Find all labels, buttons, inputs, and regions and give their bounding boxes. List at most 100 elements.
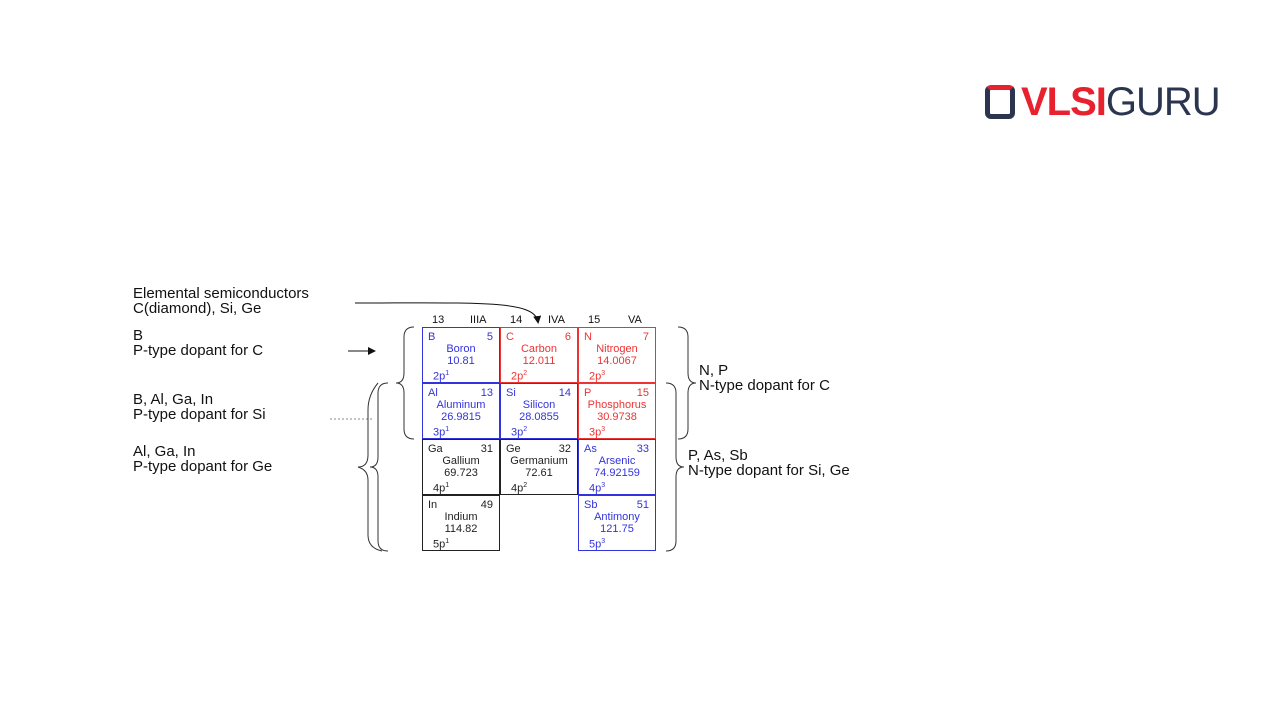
electron-config: 3p2 bbox=[511, 426, 527, 439]
config-orbital: 2p bbox=[511, 370, 524, 383]
vlsiguru-logo: VLSIGURU bbox=[985, 80, 1221, 125]
elemental-arrow bbox=[354, 302, 542, 324]
logo-text-vlsi: VLSI bbox=[1021, 80, 1107, 124]
element-name: Germanium bbox=[510, 455, 568, 467]
config-electrons: 3 bbox=[601, 426, 606, 433]
electron-config: 4p3 bbox=[589, 482, 605, 495]
label-alg-desc: P-type dopant for Ge bbox=[133, 458, 273, 475]
element-symbol: B bbox=[428, 331, 436, 343]
electron-config: 2p2 bbox=[511, 370, 527, 383]
element-symbol: Al bbox=[428, 387, 438, 399]
element-symbol: As bbox=[584, 443, 597, 455]
config-orbital: 5p bbox=[433, 538, 446, 551]
config-electrons: 3 bbox=[601, 538, 606, 545]
config-electrons: 1 bbox=[445, 538, 450, 545]
element-symbol: C bbox=[506, 331, 514, 343]
atomic-mass: 72.61 bbox=[525, 467, 553, 479]
element-name: Indium bbox=[444, 511, 478, 523]
config-orbital: 3p bbox=[589, 426, 602, 439]
atomic-number: 5 bbox=[486, 331, 493, 343]
element-name: Gallium bbox=[442, 455, 480, 467]
config-orbital: 3p bbox=[511, 426, 524, 439]
label-np-desc: N-type dopant for C bbox=[699, 377, 830, 394]
element-name: Nitrogen bbox=[596, 343, 638, 355]
config-electrons: 1 bbox=[445, 426, 450, 433]
right-brace-np bbox=[677, 326, 697, 440]
electron-config: 4p1 bbox=[433, 482, 449, 495]
group-13: 13 bbox=[432, 314, 445, 326]
left-brace-b bbox=[395, 326, 415, 440]
config-electrons: 2 bbox=[523, 370, 528, 377]
atomic-number: 15 bbox=[636, 387, 649, 399]
config-orbital: 2p bbox=[589, 370, 602, 383]
group-15: 15 bbox=[588, 314, 601, 326]
label-b-desc: P-type dopant for C bbox=[133, 342, 264, 359]
element-name: Antimony bbox=[594, 511, 640, 523]
config-electrons: 2 bbox=[523, 426, 528, 433]
element-name: Aluminum bbox=[436, 399, 486, 411]
logo-icon bbox=[985, 85, 1015, 119]
label-bal-desc: P-type dopant for Si bbox=[133, 406, 266, 423]
atomic-number: 31 bbox=[480, 443, 493, 455]
label-np: N, P bbox=[699, 362, 729, 379]
config-orbital: 4p bbox=[589, 482, 602, 495]
atomic-number: 49 bbox=[480, 499, 493, 511]
element-name: Boron bbox=[446, 343, 476, 355]
right-brace-pas bbox=[665, 382, 685, 552]
atomic-number: 33 bbox=[636, 443, 649, 455]
element-symbol: In bbox=[428, 499, 438, 511]
config-orbital: 3p bbox=[433, 426, 446, 439]
element-symbol: Si bbox=[506, 387, 516, 399]
config-electrons: 3 bbox=[601, 370, 606, 377]
atomic-mass: 69.723 bbox=[444, 467, 478, 479]
config-orbital: 2p bbox=[433, 370, 446, 383]
label-pas: P, As, Sb bbox=[688, 447, 748, 464]
atomic-mass: 10.81 bbox=[447, 355, 475, 367]
electron-config: 2p1 bbox=[433, 370, 449, 383]
config-orbital: 5p bbox=[589, 538, 602, 551]
atomic-number: 6 bbox=[564, 331, 571, 343]
atomic-number: 51 bbox=[636, 499, 649, 511]
atomic-number: 32 bbox=[558, 443, 571, 455]
left-brace-bal bbox=[369, 382, 389, 552]
electron-config: 3p3 bbox=[589, 426, 605, 439]
atomic-mass: 74.92159 bbox=[594, 467, 640, 479]
element-name: Carbon bbox=[520, 343, 558, 355]
group-iiia: IIIA bbox=[470, 314, 487, 326]
config-electrons: 3 bbox=[601, 482, 606, 489]
electron-config: 5p3 bbox=[589, 538, 605, 551]
atomic-mass: 121.75 bbox=[600, 523, 634, 535]
left-brace-alg bbox=[357, 382, 383, 552]
electron-config: 4p2 bbox=[511, 482, 527, 495]
atomic-mass: 12.011 bbox=[522, 355, 556, 367]
element-symbol: N bbox=[584, 331, 592, 343]
electron-config: 2p3 bbox=[589, 370, 605, 383]
label-bal: B, Al, Ga, In bbox=[133, 391, 214, 408]
atomic-mass: 26.9815 bbox=[441, 411, 481, 423]
element-symbol: Sb bbox=[584, 499, 598, 511]
atomic-mass: 28.0855 bbox=[519, 411, 559, 423]
group-14: 14 bbox=[510, 314, 523, 326]
atomic-mass: 114.82 bbox=[444, 523, 478, 535]
config-electrons: 1 bbox=[445, 482, 450, 489]
electron-config: 3p1 bbox=[433, 426, 449, 439]
element-name: Arsenic bbox=[598, 455, 636, 467]
element-symbol: Ga bbox=[428, 443, 443, 455]
atomic-mass: 14.0067 bbox=[597, 355, 637, 367]
config-electrons: 2 bbox=[523, 482, 528, 489]
label-alg: Al, Ga, In bbox=[133, 443, 196, 460]
logo-text-guru: GURU bbox=[1105, 80, 1221, 124]
config-orbital: 4p bbox=[433, 482, 446, 495]
